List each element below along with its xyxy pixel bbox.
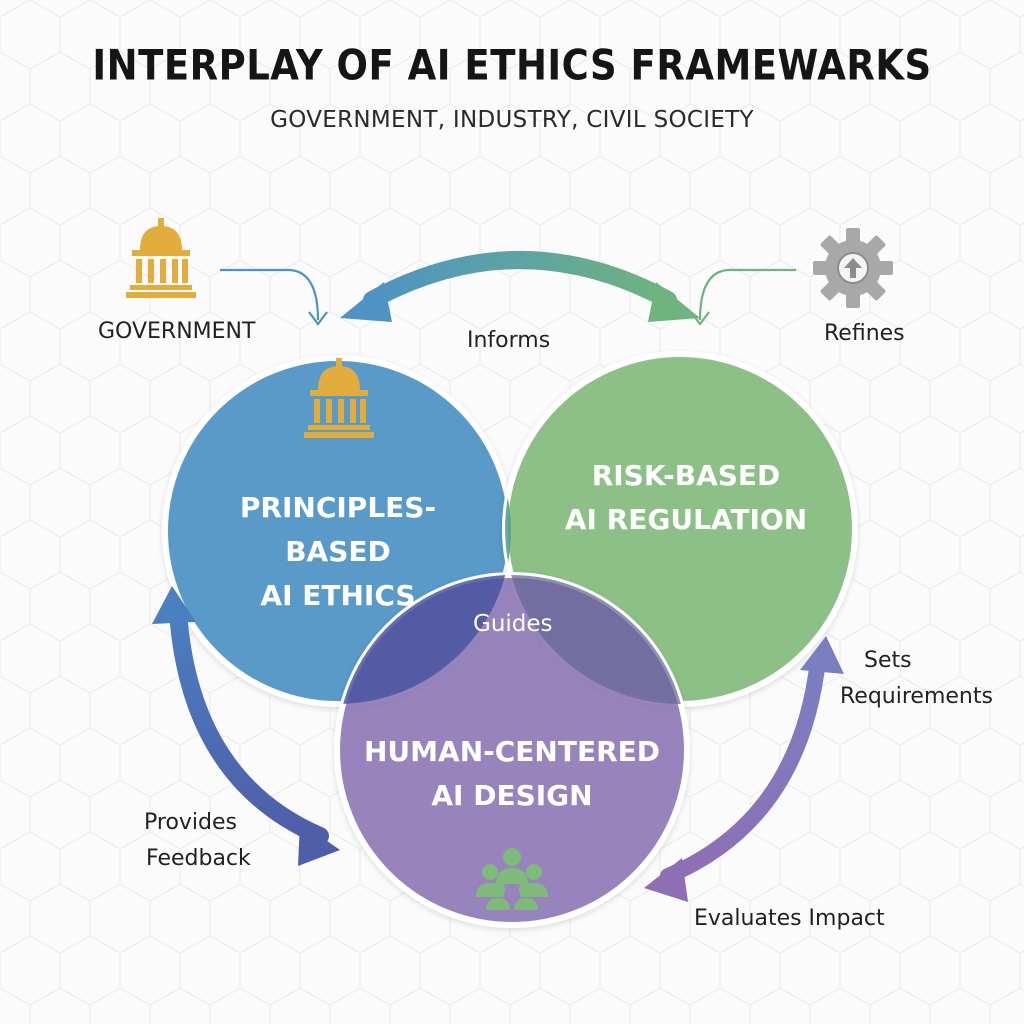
principles-line2: AI ETHICS bbox=[260, 579, 416, 612]
sets-label: Sets bbox=[864, 648, 912, 673]
human-line2: AI DESIGN bbox=[431, 779, 593, 812]
page-title: INTERPLAY OF AI ETHICS FRAMEWARKS bbox=[92, 41, 932, 90]
sets-requirements-arrow bbox=[644, 636, 844, 902]
evaluates-impact-label: Evaluates Impact bbox=[694, 906, 885, 931]
risk-line2: AI REGULATION bbox=[564, 503, 808, 536]
gear-connector-arrow bbox=[690, 268, 796, 326]
blue-purple-overlap bbox=[337, 575, 511, 704]
principles-circle-text: PRINCIPLES-BASED AI ETHICS bbox=[188, 486, 488, 618]
principles-line1: PRINCIPLES-BASED bbox=[239, 491, 437, 568]
government-connector-arrow bbox=[220, 268, 328, 326]
gear-upload-icon bbox=[813, 228, 893, 308]
overlap-regions bbox=[337, 358, 687, 704]
principles-building-icon bbox=[304, 358, 374, 438]
page-subtitle: GOVERNMENT, INDUSTRY, CIVIL SOCIETY bbox=[270, 107, 754, 133]
risk-circle-text: RISK-BASED AI REGULATION bbox=[536, 454, 836, 542]
human-circle-text: HUMAN-CENTERED AI DESIGN bbox=[360, 730, 664, 818]
feedback-label: Feedback bbox=[146, 846, 251, 871]
risk-line1: RISK-BASED bbox=[591, 459, 781, 492]
requirements-label: Requirements bbox=[840, 684, 993, 709]
government-label: GOVERNMENT bbox=[98, 319, 256, 344]
human-line1: HUMAN-CENTERED bbox=[363, 735, 661, 768]
provides-feedback-arrow bbox=[152, 586, 340, 866]
informs-arrow bbox=[340, 251, 700, 322]
guides-label: Guides bbox=[473, 611, 553, 637]
refines-label: Refines bbox=[824, 321, 905, 346]
green-purple-overlap bbox=[505, 575, 687, 704]
people-group-icon bbox=[476, 848, 548, 910]
informs-label: Informs bbox=[467, 328, 551, 353]
provides-label: Provides bbox=[144, 810, 237, 835]
government-building-icon bbox=[126, 218, 196, 298]
